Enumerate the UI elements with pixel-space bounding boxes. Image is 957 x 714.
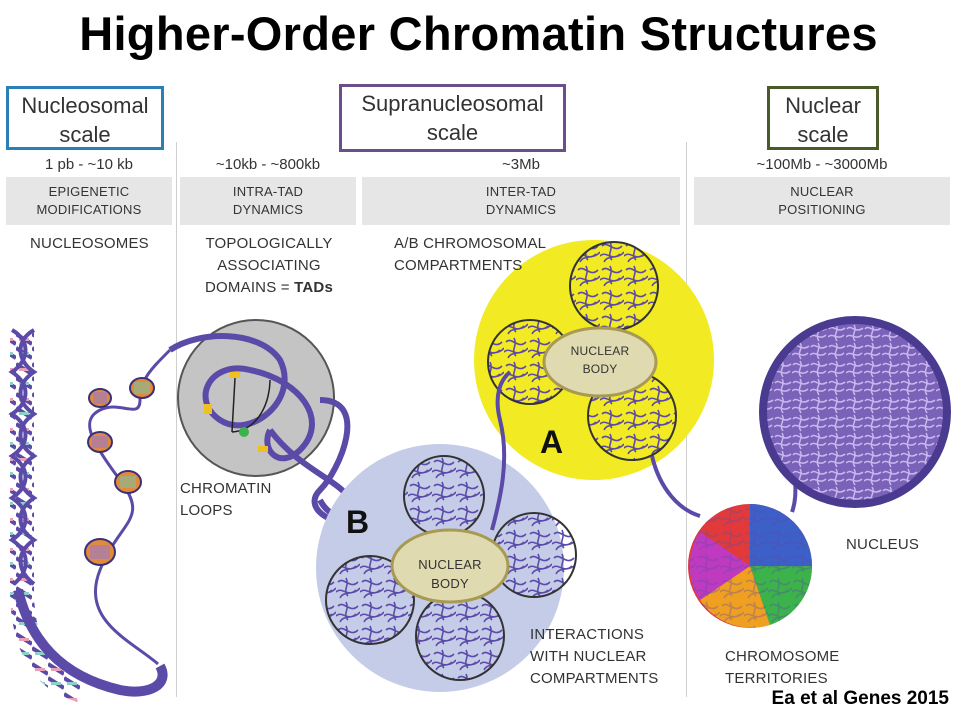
band-epigenetic: EPIGENETIC MODIFICATIONS bbox=[6, 177, 172, 225]
nuclear-body bbox=[390, 528, 510, 604]
label-line: CHROMOSOME bbox=[725, 648, 840, 665]
band-nuclear: NUCLEAR POSITIONING bbox=[694, 177, 950, 225]
nucleosome bbox=[129, 377, 155, 399]
nucleosome bbox=[114, 470, 142, 494]
scale-label: scale bbox=[59, 122, 111, 147]
nucleosome-fiber bbox=[84, 348, 172, 666]
label-line: LOOPS bbox=[180, 502, 233, 519]
label-text: DOMAINS = bbox=[205, 279, 295, 296]
label-nucleus: NUCLEUS bbox=[846, 536, 920, 553]
label-line: NUCLEAR bbox=[570, 344, 630, 358]
range-intra-tad: ~10kb - ~800kb bbox=[215, 156, 321, 173]
label-line: BODY bbox=[582, 362, 618, 376]
range-inter-tad: ~3Mb bbox=[502, 156, 540, 173]
label-tads: TOPOLOGICALLY ASSOCIATING DOMAINS = TADs bbox=[184, 233, 354, 299]
label-compartment-a: A bbox=[540, 424, 564, 460]
label-interactions: INTERACTIONS WITH NUCLEAR COMPARTMENTS bbox=[530, 624, 659, 690]
nucleus bbox=[759, 316, 951, 508]
band-label: INTER-TAD bbox=[485, 184, 557, 199]
compartment-b bbox=[316, 444, 577, 692]
label-nuclear-body-a: NUCLEAR BODY bbox=[562, 342, 638, 378]
label-nucleosomes: NUCLEOSOMES bbox=[30, 235, 149, 252]
dna-helix bbox=[8, 328, 168, 702]
band-label: EPIGENETIC bbox=[48, 184, 130, 199]
nucleosome bbox=[84, 538, 116, 566]
label-line: NUCLEAR bbox=[418, 557, 482, 572]
scale-label: Nucleosomal bbox=[21, 93, 149, 118]
scale-box-supranucleosomal: Supranucleosomal scale bbox=[339, 84, 566, 152]
label-line: WITH NUCLEAR bbox=[530, 648, 647, 665]
label-line: A/B CHROMOSOMAL bbox=[394, 235, 547, 252]
band-intra-tad: INTRA-TAD DYNAMICS bbox=[180, 177, 356, 225]
range-nucleosomal: 1 pb - ~10 kb bbox=[45, 156, 133, 173]
label-chromosome-territories: CHROMOSOME TERRITORIES bbox=[725, 646, 840, 690]
scale-box-nucleosomal: Nucleosomal scale bbox=[6, 86, 164, 150]
label-line: COMPARTMENTS bbox=[530, 670, 659, 687]
band-label: DYNAMICS bbox=[485, 202, 557, 217]
scale-label: scale bbox=[426, 120, 479, 145]
label-line: DOMAINS = TADs bbox=[184, 277, 354, 299]
chromatin-fiber bbox=[490, 370, 512, 531]
label-compartment-b: B bbox=[346, 504, 370, 540]
nuclear-body bbox=[542, 326, 658, 398]
band-label: DYNAMICS bbox=[232, 202, 304, 217]
chromatin-fiber bbox=[650, 455, 701, 518]
band-label: INTRA-TAD bbox=[232, 184, 304, 199]
page-title: Higher-Order Chromatin Structures bbox=[79, 7, 878, 60]
scale-box-nuclear: Nuclear scale bbox=[767, 86, 879, 150]
scale-label: Nuclear bbox=[785, 93, 861, 118]
nucleosome bbox=[88, 388, 112, 408]
band-inter-tad: INTER-TAD DYNAMICS bbox=[362, 177, 680, 225]
scale-label: Supranucleosomal bbox=[361, 91, 544, 116]
label-nuclear-body-b: NUCLEAR BODY bbox=[412, 555, 488, 593]
label-line: BODY bbox=[431, 576, 469, 591]
label-bold: TADs bbox=[294, 279, 333, 296]
chromosome-territories bbox=[688, 504, 813, 628]
label-ab-compartments: A/B CHROMOSOMAL COMPARTMENTS bbox=[394, 233, 546, 277]
compartment-a bbox=[474, 240, 714, 480]
scale-label: scale bbox=[797, 122, 849, 147]
label-line: COMPARTMENTS bbox=[394, 257, 523, 274]
range-nuclear: ~100Mb - ~3000Mb bbox=[756, 156, 888, 173]
citation: Ea et al Genes 2015 bbox=[771, 688, 949, 709]
label-line: ASSOCIATING bbox=[217, 257, 321, 274]
label-line: CHROMATIN bbox=[180, 480, 272, 497]
label-line: TERRITORIES bbox=[725, 670, 828, 687]
label-line: INTERACTIONS bbox=[530, 626, 645, 643]
label-line: TOPOLOGICALLY bbox=[205, 235, 333, 252]
column-divider bbox=[176, 142, 177, 697]
nucleosome bbox=[87, 431, 113, 453]
band-label: MODIFICATIONS bbox=[36, 202, 142, 217]
band-label: NUCLEAR bbox=[790, 184, 854, 199]
band-label: POSITIONING bbox=[778, 202, 866, 217]
label-chromatin-loops: CHROMATIN LOOPS bbox=[180, 478, 272, 522]
